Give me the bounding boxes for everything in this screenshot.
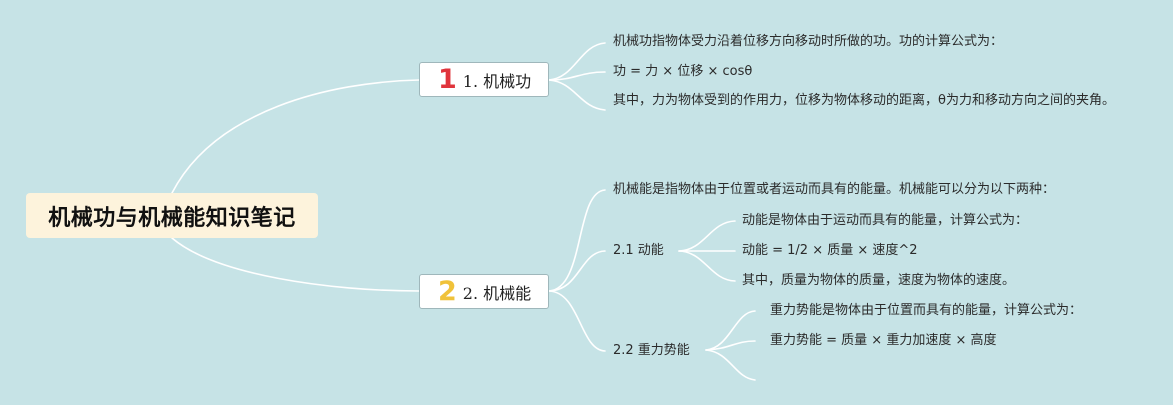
connector-b1-leaf-1 <box>548 42 606 81</box>
connector-b1-leaf-3 <box>548 79 606 111</box>
connector-root-branch-1 <box>171 79 420 194</box>
connector-s2-leaf-2 <box>705 340 756 351</box>
leaf-topic[interactable]: 其中，力为物体受到的作用力，位移为物体移动的距离，θ为力和移动方向之间的夹角。 <box>613 93 1115 108</box>
connector-b2-intro <box>548 189 606 292</box>
branch-label: 2. 机械能 <box>462 283 532 303</box>
number-2-icon: 2 <box>438 276 457 307</box>
connector-s2-leaf-1 <box>705 310 756 351</box>
leaf-topic[interactable]: 重力势能是物体由于位置而具有的能量，计算公式为： <box>770 303 1083 318</box>
leaf-topic[interactable]: 动能 = 1/2 × 质量 × 速度^2 <box>742 243 918 258</box>
root-topic[interactable]: 机械功与机械能知识笔记 <box>26 193 318 238</box>
leaf-topic[interactable]: 功 = 力 × 位移 × cosθ <box>613 64 753 79</box>
connector-root-branch-2 <box>171 237 420 292</box>
connector-s1-leaf-3 <box>678 250 736 282</box>
number-1-icon: 1 <box>438 64 457 95</box>
leaf-topic[interactable]: 其中，质量为物体的质量，速度为物体的速度。 <box>742 273 1016 288</box>
leaf-topic[interactable]: 重力势能 = 质量 × 重力加速度 × 高度 <box>770 333 997 348</box>
sub-topic-gravitational-potential-energy[interactable]: 2.2 重力势能 <box>613 343 690 358</box>
sub-topic-kinetic-energy[interactable]: 2.1 动能 <box>613 243 664 258</box>
branch-topic-mechanical-work[interactable]: 1 1. 机械功 <box>419 62 549 97</box>
branch-label: 1. 机械功 <box>462 71 532 91</box>
leaf-topic[interactable]: 机械能是指物体由于位置或者运动而具有的能量。机械能可以分为以下两种： <box>613 182 1056 197</box>
connector-s1-leaf-1 <box>678 220 736 252</box>
leaf-topic[interactable]: 动能是物体由于运动而具有的能量，计算公式为： <box>742 213 1029 228</box>
root-title: 机械功与机械能知识笔记 <box>48 205 296 231</box>
leaf-topic[interactable]: 机械功指物体受力沿着位移方向移动时所做的功。功的计算公式为： <box>613 34 1004 49</box>
branch-topic-mechanical-energy[interactable]: 2 2. 机械能 <box>419 274 549 309</box>
connector-b2-sub-1 <box>548 250 606 292</box>
connector-b2-sub-2 <box>548 290 606 352</box>
connector-b1-leaf-2 <box>548 71 606 81</box>
connector-s2-leaf-3 <box>705 349 756 381</box>
